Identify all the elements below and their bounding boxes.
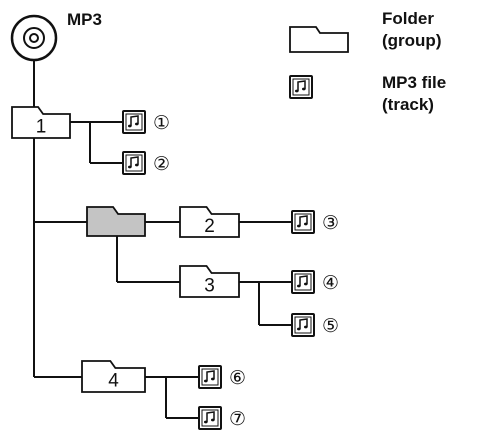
track-number-label: ② xyxy=(153,153,170,175)
folder-icon xyxy=(81,360,146,393)
music-note-stem xyxy=(299,215,308,226)
music-note-icon xyxy=(291,270,315,294)
legend-folder-icon xyxy=(289,26,349,53)
music-note-head xyxy=(204,379,208,383)
track-3: ③ xyxy=(291,210,339,234)
folder-label: 1 xyxy=(36,117,47,138)
music-note-stem xyxy=(299,318,308,329)
folder-icon xyxy=(11,106,71,139)
folder-group xyxy=(86,206,146,237)
music-note-head xyxy=(128,165,132,169)
music-note-icon xyxy=(291,313,315,337)
music-note-head xyxy=(135,122,139,126)
music-note-stem xyxy=(206,370,215,381)
music-note-icon-inner xyxy=(201,409,219,427)
folder-label: 3 xyxy=(204,276,215,297)
music-note-icon-inner xyxy=(201,368,219,386)
music-note-icon-inner xyxy=(294,316,312,334)
folder-label: 2 xyxy=(204,216,215,237)
tracks-layer: ① ② ③ ④ ⑤ ⑥ ⑦ xyxy=(122,110,339,430)
legend-folder-label-line2: (group) xyxy=(382,31,442,50)
music-note-icon xyxy=(122,151,146,175)
music-note-head xyxy=(304,282,308,286)
folder-icon xyxy=(86,206,146,237)
music-note-head xyxy=(304,222,308,226)
track-2: ② xyxy=(122,151,170,175)
track-number-label: ⑥ xyxy=(229,367,246,389)
music-note-head xyxy=(297,224,301,228)
folder-2: 2 xyxy=(179,206,240,238)
music-note-icon-inner xyxy=(294,273,312,291)
tree-connectors xyxy=(33,60,292,419)
music-note-head xyxy=(297,284,301,288)
music-note-stem xyxy=(206,411,215,422)
music-note-head xyxy=(128,124,132,128)
legend-music-note-icon xyxy=(289,75,313,99)
folder-4: 4 xyxy=(81,360,146,393)
music-note-head xyxy=(204,420,208,424)
music-note-icon-inner xyxy=(125,113,143,131)
track-1: ① xyxy=(122,110,170,134)
legend-folder-label-line1: Folder xyxy=(382,9,434,28)
music-note-icon-inner xyxy=(294,213,312,231)
folder-icon xyxy=(179,206,240,238)
music-note-stem xyxy=(130,115,139,126)
track-number-label: ③ xyxy=(322,212,339,234)
music-note-stem xyxy=(130,156,139,167)
track-4: ④ xyxy=(291,270,339,294)
music-note-head xyxy=(304,325,308,329)
music-note-icon xyxy=(291,210,315,234)
track-number-label: ⑦ xyxy=(229,408,246,430)
music-note-icon-inner xyxy=(125,154,143,172)
disc-icon xyxy=(10,14,58,62)
folder-3: 3 xyxy=(179,265,240,298)
music-note-head xyxy=(211,377,215,381)
legend-file-label-line1: MP3 file xyxy=(382,73,447,92)
root-label: MP3 xyxy=(67,10,102,29)
track-number-label: ⑤ xyxy=(322,315,339,337)
track-number-label: ④ xyxy=(322,272,339,294)
folder-label: 4 xyxy=(108,371,119,392)
music-note-head xyxy=(211,418,215,422)
track-5: ⑤ xyxy=(291,313,339,337)
music-note-icon xyxy=(198,365,222,389)
track-6: ⑥ xyxy=(198,365,246,389)
music-note-stem xyxy=(299,275,308,286)
music-note-head xyxy=(297,327,301,331)
music-note-head xyxy=(135,163,139,167)
music-note-icon xyxy=(198,406,222,430)
music-note-icon xyxy=(122,110,146,134)
track-7: ⑦ xyxy=(198,406,246,430)
legend-file-label-line2: (track) xyxy=(382,95,434,114)
folder-icon xyxy=(179,265,240,298)
folders-layer: 1 2 3 4 xyxy=(11,106,240,393)
track-number-label: ① xyxy=(153,112,170,134)
folder-1: 1 xyxy=(11,106,71,139)
